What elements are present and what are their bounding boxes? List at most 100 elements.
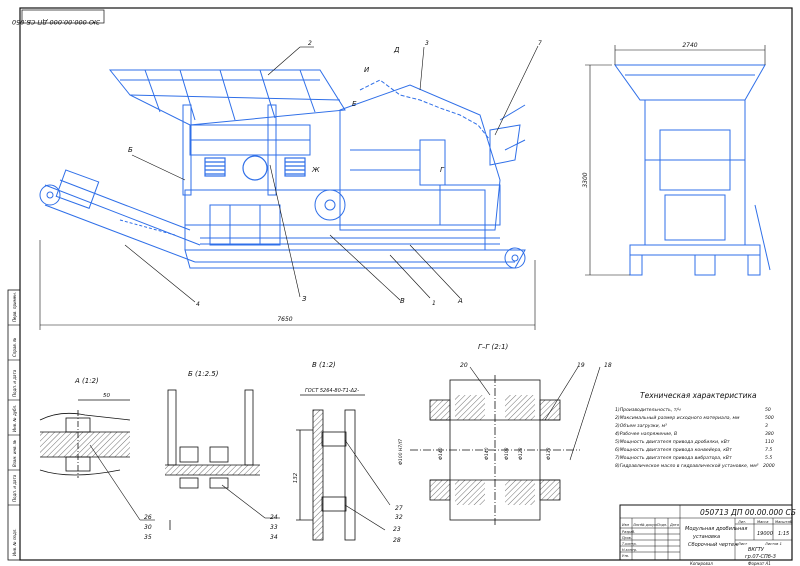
weld-standard: ГОСТ 5264-80-Т1-Δ2- — [305, 388, 359, 394]
pos-32: 32 — [395, 514, 403, 521]
tech-row-value: 2000 — [763, 463, 775, 469]
callout-V: В — [400, 297, 405, 305]
title-name-line3: Сборочный чертеж — [688, 542, 739, 548]
tech-row-label: 5)Мощность двигателя привода дробилки, к… — [615, 439, 730, 445]
row-label-izm: Изм — [622, 523, 629, 527]
sheet-frame — [19, 7, 793, 561]
row-label-list: Лист — [632, 523, 643, 527]
tech-row-value: 7.5 — [765, 447, 772, 453]
detail-V-title: В (1:2) — [312, 361, 336, 369]
pos-19: 19 — [577, 362, 585, 369]
tech-row-label: 3)Объем загрузки, м³ — [615, 423, 667, 429]
tech-row-label: 7)Мощность двигателя привода вибратора, … — [615, 455, 732, 461]
pos-26: 26 — [144, 514, 152, 521]
format-label: Формат A1 — [748, 561, 771, 566]
callout-7: 7 — [538, 40, 542, 47]
heading-lit: Лит. — [737, 520, 746, 524]
left-margin-strip: Перв. примен. Справ. № Подп. и дата Инв.… — [7, 289, 21, 561]
row-label-nkontr: Н.контр. — [622, 548, 637, 552]
dim-phi140a: Ф140 — [438, 447, 444, 460]
detail-B-title: Б (1:2.5) — [188, 370, 219, 378]
pos-35: 35 — [144, 534, 152, 541]
pos-24: 24 — [270, 514, 278, 521]
dimension-2740: 2740 — [682, 42, 697, 49]
pos-28: 28 — [393, 537, 401, 544]
row-label-sign: Подп. — [657, 523, 667, 527]
row-label-razrab: Разраб. — [622, 530, 635, 534]
callout-3: 3 — [425, 40, 429, 47]
callout-leaders — [124, 45, 539, 303]
callout-Z: З — [302, 295, 307, 303]
title-name-line1: Модульная дробильная — [685, 526, 747, 532]
copied-label: Копировал — [690, 561, 713, 566]
title-sheets: Листов 1 — [764, 542, 782, 546]
strip-label: Подп. и дата — [12, 369, 17, 397]
strip-label: Инв. № дубл. — [12, 405, 17, 432]
row-label-utv: Утв. — [622, 554, 629, 558]
callout-A: А — [457, 297, 463, 305]
section-E: Е — [352, 100, 357, 108]
section-D: Д — [393, 46, 400, 54]
heading-mass: Масса — [757, 520, 768, 524]
tech-row-value: 50 — [765, 407, 771, 413]
overall-length-dimension — [39, 240, 536, 330]
rotated-stamp: ЗЮ 000.00.000 ДП СБ.050 — [12, 9, 105, 26]
dim-phi138: Ф138 — [546, 447, 552, 460]
pos-27: 27 — [395, 505, 403, 512]
section-I-top: И — [364, 66, 370, 74]
tech-row-label: 1)Производительность, т/ч — [615, 407, 681, 413]
tech-row-label: 8)Гидравлическое масло в гидравлической … — [615, 463, 759, 469]
row-label-date: Дата — [669, 523, 679, 527]
strip-label: Взам. инв. № — [12, 440, 17, 467]
detail-A: А (1:2) 50 26 30 35 — [39, 377, 155, 541]
discharge-conveyor — [39, 169, 201, 263]
title-designation: 050713 ДП 00.00.000 СБ — [700, 508, 796, 517]
row-label-prov: Пров. — [622, 536, 632, 540]
callout-B: Б — [128, 146, 133, 154]
dim-phi140b: Ф140 — [484, 447, 490, 460]
chassis — [184, 189, 526, 269]
section-Zh: Ж — [311, 166, 320, 174]
title-scale: 1:15 — [778, 531, 789, 537]
strip-label: Инв. № подл. — [12, 528, 17, 556]
row-label-doc: № докум. — [640, 523, 658, 527]
pos-18: 18 — [604, 362, 612, 369]
tech-row-label: 2)Максимальный размер исходного материал… — [615, 415, 740, 421]
title-org-line1: ВКГТУ — [748, 547, 765, 553]
title-name-line2: установка — [692, 534, 720, 540]
detail-A-title: А (1:2) — [74, 377, 99, 385]
end-view: 2740 3300 — [582, 42, 771, 276]
strip-label: Справ. № — [12, 338, 17, 357]
dimension-7650: 7650 — [277, 316, 292, 323]
pos-34: 34 — [270, 534, 278, 541]
pos-33: 33 — [270, 524, 278, 531]
section-G: Г — [440, 166, 445, 174]
main-side-view: 7650 2 3 7 Б 4 З В 1 А И Д Е Ж Г — [39, 40, 542, 330]
title-mass: 19000 — [757, 531, 773, 537]
tech-row-label: 6)Мощность двигателя привода конвейера, … — [615, 447, 732, 453]
callout-1: 1 — [432, 300, 436, 307]
hopper — [108, 69, 346, 196]
tech-row-value: 380 — [765, 431, 774, 437]
heading-scale: Масштаб — [775, 520, 793, 524]
pos-23: 23 — [393, 526, 401, 533]
callout-2: 2 — [308, 40, 312, 47]
section-G-G: Г–Г (2:1) 20 19 18 Ф100 Н7/f7 Ф140 — [398, 343, 612, 525]
callout-4: 4 — [196, 301, 200, 308]
svg-text:ЗЮ 000.00.000 ДП СБ.050: ЗЮ 000.00.000 ДП СБ.050 — [12, 18, 100, 26]
title-sheet: Лист — [737, 542, 748, 546]
vibrator-springs — [204, 155, 306, 181]
section-G-G-title: Г–Г (2:1) — [478, 343, 509, 351]
tech-row-label: 4)Рабочее напряжение, В — [615, 431, 677, 437]
tech-row-value: 500 — [765, 415, 774, 421]
dim-phi100: Ф100 Н7/f7 — [398, 439, 404, 465]
crusher-body — [314, 79, 526, 231]
technical-characteristics: Техническая характеристика 1)Производите… — [615, 391, 775, 469]
detail-V: В (1:2) ГОСТ 5264-80-Т1-Δ2- 132 27 32 23… — [293, 361, 403, 544]
pos-20: 20 — [460, 362, 468, 369]
tech-row-value: 5.5 — [765, 455, 772, 461]
title-block: 050713 ДП 00.00.000 СБ Модульная дробиль… — [619, 504, 796, 561]
detail-V-dim: 132 — [293, 472, 299, 483]
strip-label: Подп. и дата — [12, 474, 17, 502]
title-org-line2: гр.07-СПб-3 — [745, 554, 776, 560]
